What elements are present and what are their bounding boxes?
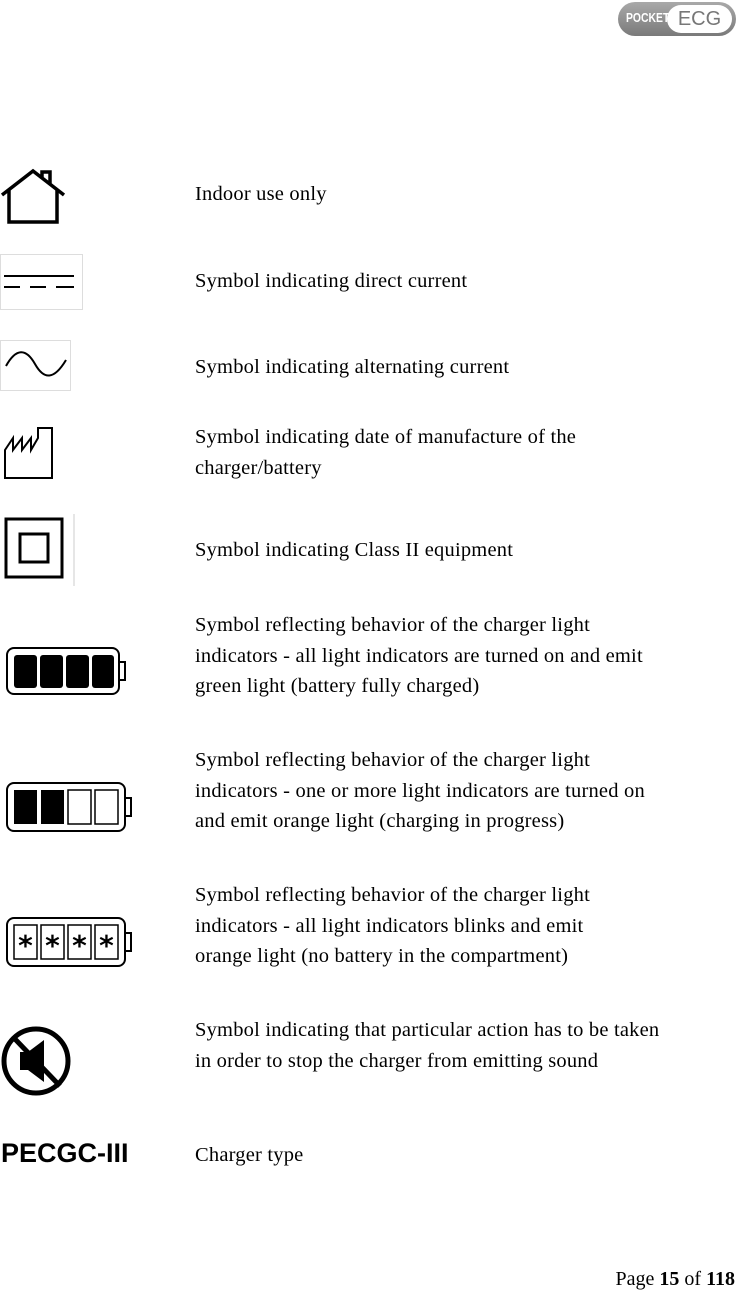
row-text-charger-type: Charger type bbox=[195, 1144, 304, 1166]
alternating-current-icon bbox=[0, 340, 71, 391]
row-text-ac: Symbol indicating alternating current bbox=[195, 356, 510, 378]
battery-blinking-icon: * * * * bbox=[6, 917, 132, 967]
page-number: Page 15 of 118 bbox=[616, 1268, 735, 1291]
row-text-class-ii: Symbol indicating Class II equipment bbox=[195, 539, 514, 561]
current-page: 15 bbox=[659, 1268, 680, 1290]
svg-text:*: * bbox=[45, 929, 60, 962]
of-word: of bbox=[684, 1268, 702, 1290]
row-text-battery-charging: Symbol reflecting behavior of the charge… bbox=[195, 749, 645, 833]
row-text-indoor: Indoor use only bbox=[195, 183, 327, 205]
logo-pocket-text: POCKET bbox=[626, 10, 670, 25]
total-pages: 118 bbox=[706, 1268, 735, 1290]
svg-text:*: * bbox=[72, 929, 87, 962]
manufacture-date-icon bbox=[4, 427, 53, 479]
row-text-sound: Symbol indicating that particular action… bbox=[195, 1019, 660, 1072]
direct-current-icon bbox=[0, 254, 83, 310]
pocketecg-logo: POCKET ECG bbox=[618, 2, 736, 36]
house-icon bbox=[0, 168, 66, 224]
row-text-manufacture: Symbol indicating date of manufacture of… bbox=[195, 426, 577, 479]
row-text-battery-blinking: Symbol reflecting behavior of the charge… bbox=[195, 884, 590, 968]
charger-type-label: PECGC-III bbox=[1, 1138, 129, 1168]
svg-text:*: * bbox=[99, 929, 114, 962]
row-text-battery-full: Symbol reflecting behavior of the charge… bbox=[195, 614, 643, 698]
logo-ecg-text: ECG bbox=[667, 5, 732, 33]
battery-full-icon bbox=[6, 647, 126, 695]
svg-text:*: * bbox=[18, 929, 33, 962]
page-word: Page bbox=[615, 1268, 655, 1290]
row-text-dc: Symbol indicating direct current bbox=[195, 270, 468, 292]
sound-muted-icon bbox=[1, 1026, 71, 1096]
battery-charging-icon bbox=[6, 782, 132, 832]
class-ii-equipment-icon bbox=[4, 514, 75, 586]
